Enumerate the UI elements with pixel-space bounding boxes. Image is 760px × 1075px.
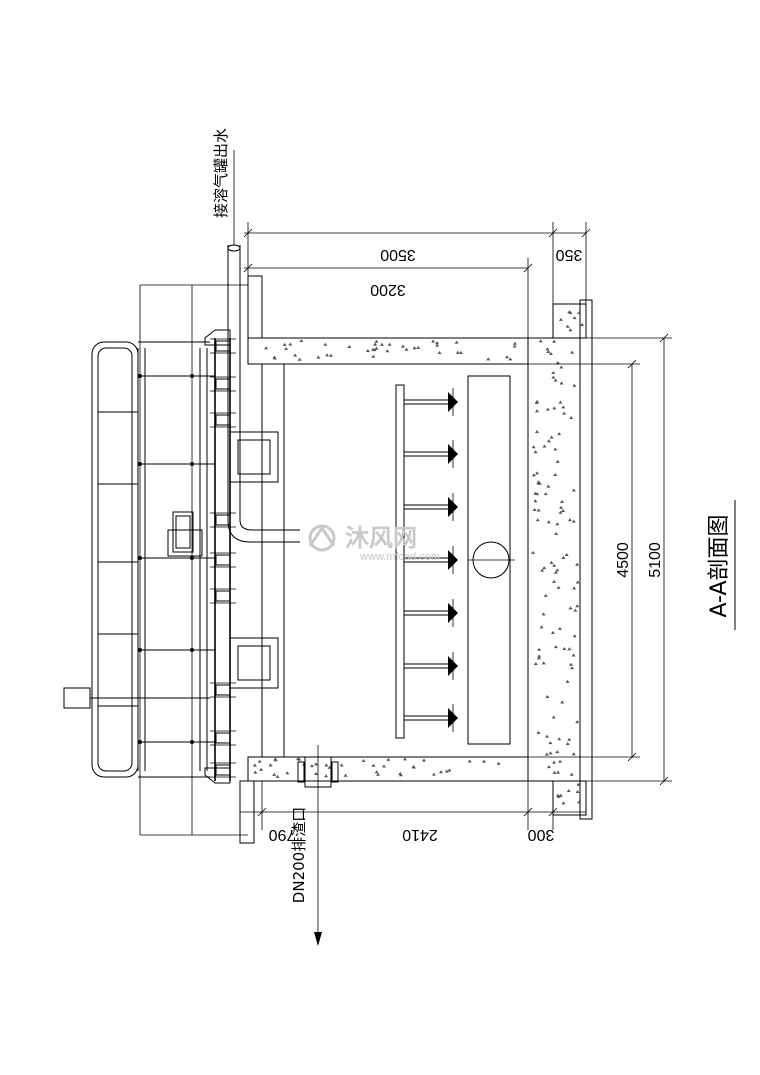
- bottom-wall: [247, 756, 529, 782]
- wall-stub-top: [247, 275, 263, 339]
- section-title: A-A剖面图: [707, 514, 732, 617]
- shaft-fitting: [210, 588, 236, 604]
- footing-bottom: [552, 780, 587, 816]
- footing-top: [552, 303, 587, 339]
- scraper-machine: [63, 329, 279, 784]
- shaft-fitting: [210, 338, 236, 354]
- dim-350: 350: [556, 246, 583, 263]
- mf-logo-icon: [308, 524, 336, 552]
- shaft-fitting: [210, 552, 236, 568]
- outlet-label: DN200排渣口: [290, 807, 308, 903]
- dim-3500: 3500: [380, 246, 416, 263]
- sprocket-upper: [229, 431, 279, 483]
- dim-790: 790: [269, 826, 296, 843]
- distribution-branch: [404, 704, 458, 732]
- distribution-branch: [404, 652, 458, 680]
- shaft-fitting: [210, 682, 236, 698]
- distribution-branch: [404, 546, 458, 574]
- dim-300: 300: [528, 826, 555, 843]
- control-box-icon: [63, 687, 91, 709]
- floor-slab: [527, 337, 581, 782]
- shaft-fitting: [210, 730, 236, 746]
- dim-2410: 2410: [402, 826, 438, 843]
- dim-4500: 4500: [615, 542, 632, 578]
- shaft-fitting: [210, 762, 236, 778]
- outlet-pipe: [297, 745, 339, 946]
- distribution-branch: [404, 440, 458, 468]
- distribution-branch: [404, 599, 458, 627]
- distribution-branch: [404, 493, 458, 521]
- tank-interior: [261, 364, 515, 757]
- watermark-text: 沐风网: [345, 524, 417, 552]
- dim-3200: 3200: [370, 281, 406, 298]
- watermark: 沐风网 www.mfcad.com: [308, 524, 440, 563]
- concrete-shell: [239, 275, 593, 844]
- dim-5100: 5100: [647, 542, 664, 578]
- watermark-url: www.mfcad.com: [359, 551, 440, 563]
- motor-icon: [172, 511, 194, 553]
- handrail: [91, 341, 139, 778]
- inlet-label: 接溶气罐出水: [212, 128, 230, 218]
- sprocket-lower: [229, 637, 279, 689]
- shaft-fitting: [210, 376, 236, 392]
- distribution-branch: [404, 388, 458, 416]
- shaft-fitting: [210, 512, 236, 528]
- cushion-layer: [579, 299, 593, 820]
- shaft-fitting: [210, 412, 236, 428]
